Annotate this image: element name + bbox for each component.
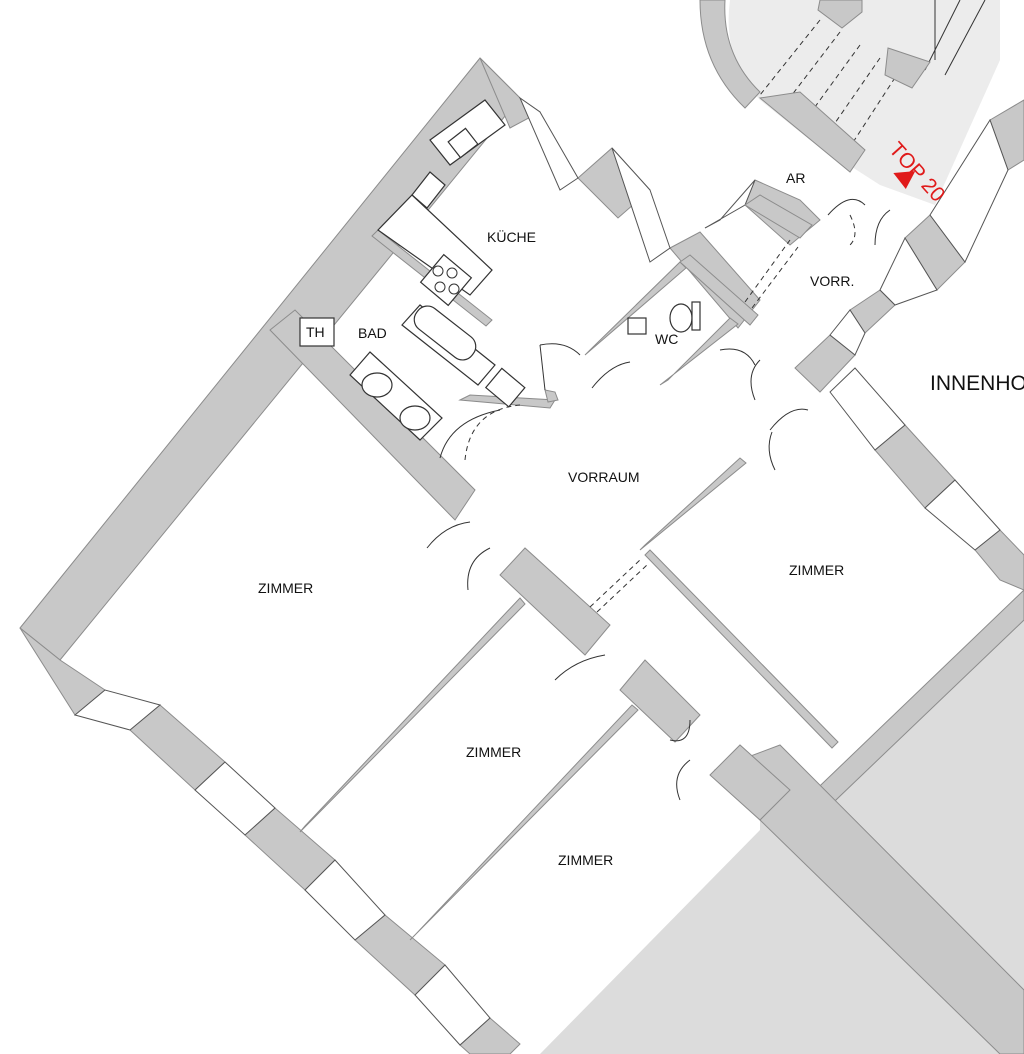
doors bbox=[426, 198, 891, 801]
courtyard-label: INNENHOF bbox=[930, 372, 1024, 395]
room-label-vorr: VORR. bbox=[810, 273, 854, 289]
room-label-zimmer-middle: ZIMMER bbox=[466, 744, 521, 760]
exterior-walls bbox=[19, 57, 1024, 1054]
room-label-kueche: KÜCHE bbox=[487, 228, 536, 245]
room-label-wc: WC bbox=[655, 331, 678, 347]
room-label-zimmer-right: ZIMMER bbox=[789, 562, 844, 578]
room-label-zimmer-large: ZIMMER bbox=[258, 580, 313, 596]
room-label-vorraum: VORRAUM bbox=[568, 469, 640, 485]
interior-walls bbox=[269, 194, 839, 941]
windows bbox=[73, 96, 1009, 1046]
arrow-marker-icon bbox=[893, 171, 916, 189]
staircase bbox=[699, 0, 1000, 205]
room-label-zimmer-bottom: ZIMMER bbox=[558, 852, 613, 868]
bath-fixtures bbox=[299, 304, 526, 441]
room-labels: KÜCHE BAD TH WC AR VORR. VORRAUM ZIMMER … bbox=[258, 170, 1024, 868]
room-label-bad: BAD bbox=[358, 325, 387, 341]
room-label-ar: AR bbox=[786, 170, 805, 186]
room-label-th: TH bbox=[306, 324, 325, 340]
wc-fixtures bbox=[627, 301, 701, 335]
kitchen-fixtures bbox=[377, 99, 506, 307]
